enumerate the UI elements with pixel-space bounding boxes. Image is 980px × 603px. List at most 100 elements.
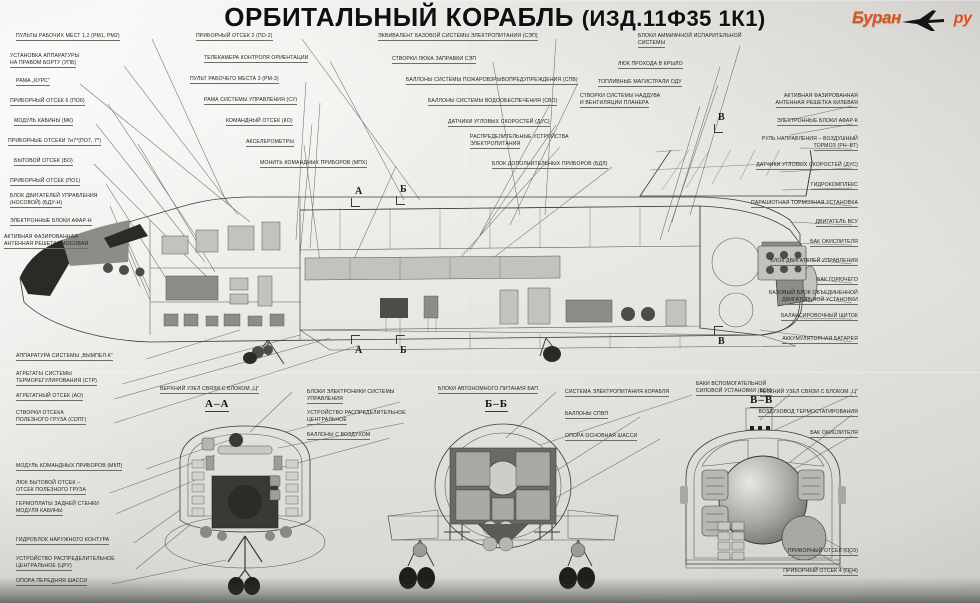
section-marker-В-2: В — [718, 112, 725, 123]
leader-line — [469, 124, 557, 251]
callout-mid-4: КОМАНДНЫЙ ОТСЕК (КО) — [226, 118, 293, 127]
section-marker-tick — [714, 326, 723, 327]
section-marker-Б-1: Б — [400, 184, 407, 195]
leader-line — [799, 147, 853, 150]
leader-line — [107, 103, 206, 251]
callout-right-5: ПАРАШЮТНАЯ ТОРМОЗНАЯ УСТАНОВКА — [751, 200, 858, 209]
callout-left-6: БЫТОВОЙ ОТСЕК (БО) — [14, 158, 73, 167]
leader-line — [309, 102, 321, 249]
callout-left-5: ПРИБОРНЫЕ ОТСЕКИ 7и7*(ПО7, 7*) — [8, 138, 102, 147]
callout-section-B-right-2: ОПОРА ОСНОВНАЯ ШАССИ — [565, 433, 638, 442]
callout-right-11: БАЛАНСИРОВОЧНЫЙ ЩИТОК — [781, 313, 858, 322]
orbiter-side-view-drawing — [19, 150, 818, 365]
callout-mid-6: МОНИТЬ КОМАНДНЫХ ПРИБОРОВ (МПХ) — [260, 160, 368, 169]
callout-left-7: ПРИБОРНЫЙ ОТСЕК (ПО1) — [10, 178, 81, 187]
leader-line — [151, 38, 229, 206]
section-marker-tick — [714, 326, 715, 335]
callout-mid-2: ПУЛЬТ РАБОЧЕГО МЕСТА 3 (РМ-3) — [190, 76, 279, 85]
section-aa-drawing — [164, 425, 326, 595]
callout-section-A-left-2: ЛЮК БЫТОВОЙ ОТСЕК –ОТСЕК ПОЛЕЗНОГО ГРУЗА — [16, 480, 87, 495]
callout-section-A-left-0: ВЕРХНИЙ УЗЕЛ СВЯЗИ С БЛОКОМ „Ц" — [160, 386, 260, 395]
section-marker-tick — [714, 124, 715, 133]
leader-line — [479, 166, 613, 269]
leader-line — [509, 82, 579, 226]
callout-right-12: АККУМУЛЯТОРНАЯ БАТАРЕЯ — [782, 336, 858, 345]
section-marker-А-0: А — [355, 186, 363, 197]
leader-line — [329, 60, 405, 201]
callout-left-8: БЛОК ДВИГАТЕЛЕЙ УПРАВЛЕНИЯ(НОСОВОЙ) (БДУ… — [10, 193, 98, 208]
leader-line — [249, 391, 293, 433]
leader-line — [789, 414, 853, 463]
callout-section-A-left-1: МОДУЛЬ КОМАНДНЫХ ПРИБОРОВ (МКП) — [16, 463, 123, 472]
callout-left-3: ПРИБОРНЫЙ ОТСЕК 6 (ПО6) — [10, 98, 85, 107]
leader-line — [551, 438, 661, 501]
callout-section-V-right-3: ПРИБОРНЫЙ ОТСЕК (ПО3) — [787, 548, 858, 557]
callout-mid-0: ПРИБОРНЫЙ ОТСЕК 2 (ПО-2) — [196, 33, 273, 42]
callout-mid-3: РАМА СИСТЕМЫ УПРАВЛЕНИЯ (СУ) — [204, 97, 298, 106]
leader-line — [799, 317, 853, 320]
title-main: ОРБИТАЛЬНЫЙ КОРАБЛЬ — [224, 2, 574, 32]
title-code: (ИЗД.11Ф35 1К1) — [581, 6, 766, 31]
callout-section-V-right-0: НИЖНИЙ УЗЕЛ СВЯЗИ С БЛОКОМ „Ц" — [760, 389, 858, 398]
section-marker-tick — [714, 132, 723, 133]
section-bb-drawing — [387, 423, 619, 589]
callout-section-B-right-1: БАЛЛОНЫ СПВП — [565, 411, 609, 420]
leader-line — [303, 144, 321, 263]
callout-left-13: АГРЕГАТНЫЙ ОТСЕК (АО) — [16, 393, 84, 402]
section-marker-tick — [396, 196, 397, 205]
section-vv-drawing — [680, 407, 846, 569]
callout-left-4: МОДУЛЬ КАБИНЫ (МК) — [14, 118, 74, 127]
leader-line — [659, 105, 701, 241]
section-marker-tick — [351, 335, 360, 336]
callout-center-6: БЛОК ДОПОЛНИТЕЛЬНЫХ ПРИБОРОВ (БДЛ) — [492, 161, 608, 170]
callout-section-A-right-2: БАЛЛОНЫ С ВОЗДУХОМ — [307, 432, 371, 441]
leader-line — [115, 477, 201, 515]
callout-section-B-right-0: СИСТЕМА ЭЛЕКТРОПИТАНИЯ КОРАБЛЯ — [565, 389, 670, 398]
callout-left-0: ПУЛЬТЫ РАБОЧИХ МЕСТ 1,2 (РМ1, РМ2) — [16, 33, 120, 42]
leader-line — [123, 65, 239, 216]
callout-righttop-1: ЛЮК ПРОХОДА В КРЫЛО — [618, 61, 683, 70]
leader-line — [789, 105, 853, 121]
callout-center-3: БАЛЛОНЫ СИСТЕМЫ ВОДООБЕСПЕЧЕНИЯ (СВО) — [428, 98, 558, 107]
section-marker-Б-4: Б — [400, 345, 407, 356]
buran-ru-logo[interactable]: Буран ру — [852, 4, 972, 38]
callout-right-6: ДВИГАТЕЛЬ ВСУ — [815, 219, 858, 228]
section-marker-tick — [396, 204, 405, 205]
leader-line — [781, 187, 853, 191]
callout-right-9: БАК ГОРЮЧЕГО — [817, 277, 858, 286]
callout-section-B-left-0: БЛОКИ АВТОНОМНОГО ПИТАНИЯ БАП — [438, 386, 539, 395]
section-caption-aa: А–А — [205, 398, 230, 412]
section-caption-vv: В–В — [750, 394, 774, 408]
leader-line — [479, 103, 551, 236]
leader-line — [277, 422, 405, 449]
section-marker-tick — [396, 335, 405, 336]
callout-right-1: ЭЛЕКТРОННЫЕ БЛОКИ АФАР-К — [777, 118, 858, 127]
leader-line — [774, 394, 853, 431]
callout-mid-1: ТЕЛЕКАМЕРА КОНТРОЛЯ ОРИЕНТАЦИИ — [204, 55, 309, 64]
leader-line — [759, 393, 791, 421]
callout-righttop-2: ТОПЛИВНЫЕ МАГИСТРАЛИ ОДУ — [598, 79, 682, 88]
leader-line — [299, 123, 313, 256]
section-marker-tick — [351, 335, 352, 344]
leader-line — [109, 205, 151, 301]
leader-line — [93, 163, 216, 286]
section-marker-tick — [396, 335, 397, 344]
page-title: ОРБИТАЛЬНЫЙ КОРАБЛЬ (ИЗД.11Ф35 1К1) — [150, 2, 840, 33]
leader-line — [135, 524, 191, 570]
callout-left-2: РАМА „КУРС" — [16, 78, 50, 87]
callout-left-9: ЭЛЕКТРОННЫЕ БЛОКИ АФАР-Н — [10, 218, 92, 227]
callout-right-3: ДАТЧИКИ УГЛОВЫХ СКОРОСТЕЙ (ДУС) — [756, 162, 858, 171]
leader-line — [667, 84, 719, 233]
leader-line — [789, 221, 853, 226]
shuttle-silhouette-icon — [902, 10, 944, 31]
